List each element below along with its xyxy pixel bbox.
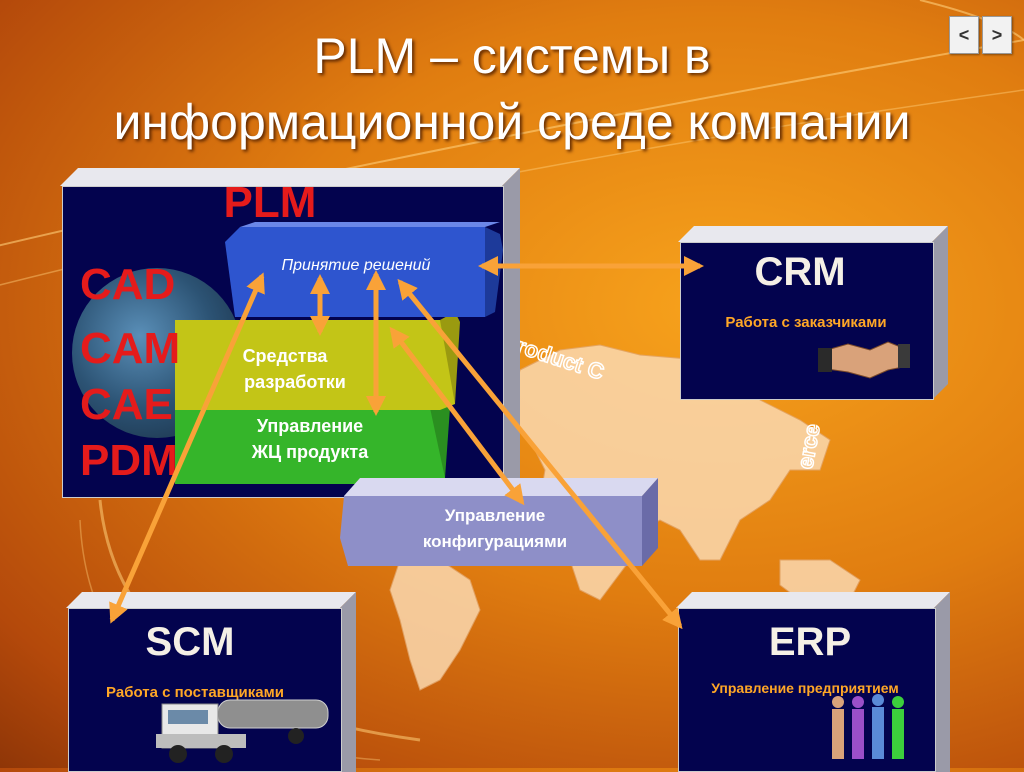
- layer-lifecycle-line2: ЖЦ продукта: [251, 442, 369, 462]
- scm-subtitle: Работа с поставщиками: [106, 684, 284, 701]
- slide-title-line1: PLM – системы в: [313, 28, 711, 84]
- erp-subtitle: Управление предприятием: [711, 680, 899, 696]
- people-icon: [832, 694, 904, 759]
- plm-title: PLM: [223, 178, 317, 227]
- crm-title: CRM: [754, 250, 846, 294]
- crm-box-bevel: [678, 226, 948, 400]
- layer-lifecycle-line1: Управление: [256, 416, 364, 436]
- arrow-plm-erp: [397, 278, 683, 630]
- arrow-plm-scm: [109, 272, 265, 624]
- person-figure: [892, 696, 904, 759]
- truck-icon: [156, 699, 329, 763]
- arrow-development-config: [389, 326, 525, 506]
- crm-subtitle: Работа с заказчиками: [725, 314, 887, 331]
- slide-title-line2: информационной среде компании: [113, 94, 911, 150]
- prev-slide-button[interactable]: <: [949, 16, 979, 54]
- layer-development-line2: разработки: [244, 372, 346, 392]
- scm-title: SCM: [145, 620, 235, 664]
- erp-title: ERP: [768, 620, 852, 664]
- person-figure: [852, 696, 864, 759]
- layer-decisions-label: Принятие решений: [281, 257, 431, 274]
- next-slide-button[interactable]: >: [982, 16, 1012, 54]
- handshake-icon: [818, 341, 910, 379]
- erp-box-bevel: [676, 592, 950, 772]
- person-figure: [832, 696, 844, 759]
- person-figure: [872, 694, 884, 759]
